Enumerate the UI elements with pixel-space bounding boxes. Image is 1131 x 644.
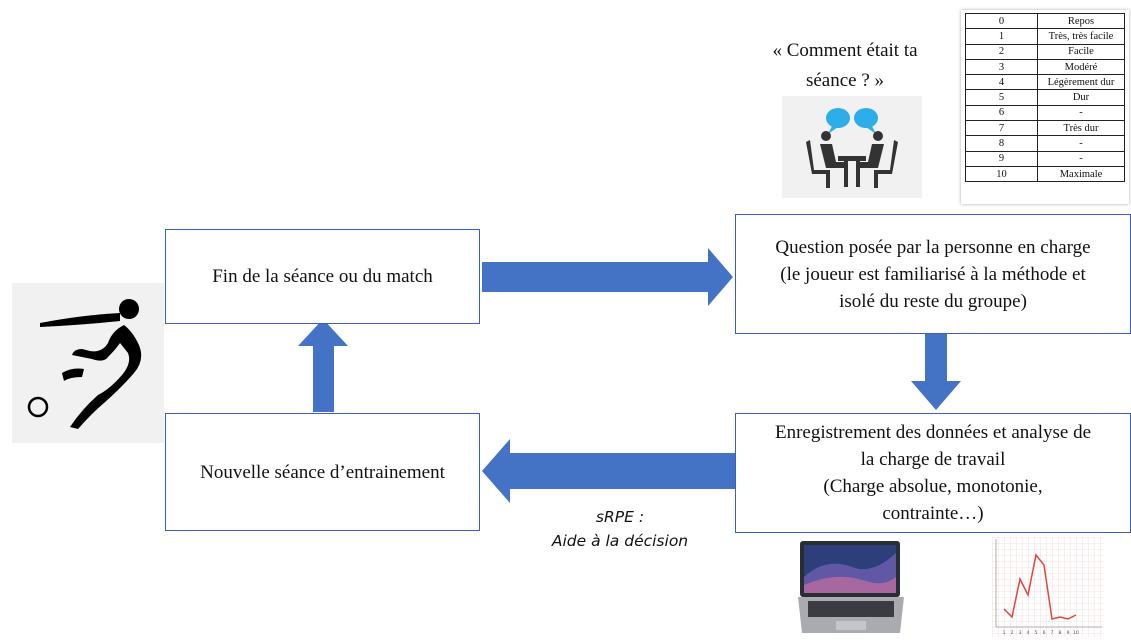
rpe-label: -: [1037, 135, 1125, 152]
box-question-line3: isolé du reste du groupe): [839, 290, 1027, 312]
rpe-row: 8-: [965, 135, 1125, 152]
arrow-down: [911, 334, 961, 410]
rpe-label: Maximale: [1037, 165, 1125, 183]
box-enregistrement: Enregistrement des données et analyse de…: [735, 413, 1131, 533]
rpe-score: 1: [965, 28, 1038, 45]
mini-chart-tick: 7: [1051, 630, 1054, 636]
mini-chart-tick: 6: [1043, 630, 1046, 636]
mini-chart-tick: 9: [1067, 630, 1070, 636]
rpe-label: Modéré: [1037, 58, 1125, 76]
mini-chart-tick: 1: [1003, 630, 1006, 636]
rpe-score: 6: [965, 104, 1038, 122]
quote-line2: séance ? »: [805, 70, 885, 91]
box-nouvelle-seance-label: Nouvelle séance d’entrainement: [200, 461, 445, 483]
quote-text: « Comment était ta séance ? »: [760, 36, 930, 96]
conversation-icon: [782, 96, 922, 198]
box-enregistrement-line3: (Charge absolue, monotonie,: [823, 476, 1043, 497]
rpe-label: Dur: [1037, 89, 1125, 106]
srpe-line2: Aide à la décision: [551, 532, 689, 550]
arrow-left: [482, 439, 735, 503]
rpe-score: 0: [965, 12, 1038, 30]
rpe-score: 2: [965, 43, 1038, 60]
box-enregistrement-line4: contrainte…): [882, 503, 984, 524]
football-player-icon: [12, 283, 164, 443]
mini-chart-tick: 4: [1027, 630, 1030, 636]
mini-chart-tick: 10: [1073, 630, 1079, 636]
srpe-line1: sRPE :: [595, 508, 645, 526]
rpe-label: -: [1037, 150, 1125, 167]
quote-line1: « Comment était ta: [772, 40, 918, 61]
rpe-label: Très dur: [1037, 120, 1125, 137]
rpe-score: 7: [965, 120, 1038, 137]
laptop-icon: [796, 537, 906, 637]
mini-chart-tick: 2: [1011, 630, 1014, 636]
arrow-up: [298, 319, 348, 412]
rpe-score: 5: [965, 89, 1038, 106]
box-question-line1: Question posée par la personne en charge: [775, 236, 1091, 258]
box-fin-seance-label: Fin de la séance ou du match: [212, 266, 433, 287]
mini-chart-tick: 8: [1059, 630, 1062, 636]
mini-chart-line: [1003, 553, 1077, 620]
mini-chart-tick: 3: [1019, 630, 1022, 636]
box-question-line2: (le joueur est familiarisé à la méthode …: [780, 263, 1086, 285]
rpe-score: 10: [965, 165, 1038, 183]
rpe-score: 9: [965, 150, 1038, 167]
rpe-row: 6-: [965, 104, 1125, 122]
box-enregistrement-line2: la charge de travail: [860, 449, 1006, 470]
box-nouvelle-seance: Nouvelle séance d’entrainement: [165, 413, 480, 531]
mini-chart-tick: 5: [1035, 630, 1038, 636]
box-enregistrement-line1: Enregistrement des données et analyse de: [774, 422, 1092, 443]
rpe-row: 9-: [965, 150, 1125, 167]
rpe-label: -: [1037, 104, 1125, 122]
rpe-score: 8: [965, 135, 1038, 152]
box-question: Question posée par la personne en charge…: [735, 214, 1131, 334]
box-fin-seance: Fin de la séance ou du match: [165, 229, 480, 324]
rpe-label: Repos: [1037, 12, 1125, 30]
srpe-label: sRPE : Aide à la décision: [520, 505, 720, 553]
rpe-score: 3: [965, 58, 1038, 76]
rpe-score: 4: [965, 74, 1038, 91]
rpe-label: Très, très facile: [1037, 28, 1125, 45]
arrow-right: [482, 248, 733, 306]
rpe-label: Facile: [1037, 43, 1125, 60]
rpe-label: Légèrement dur: [1037, 74, 1125, 91]
